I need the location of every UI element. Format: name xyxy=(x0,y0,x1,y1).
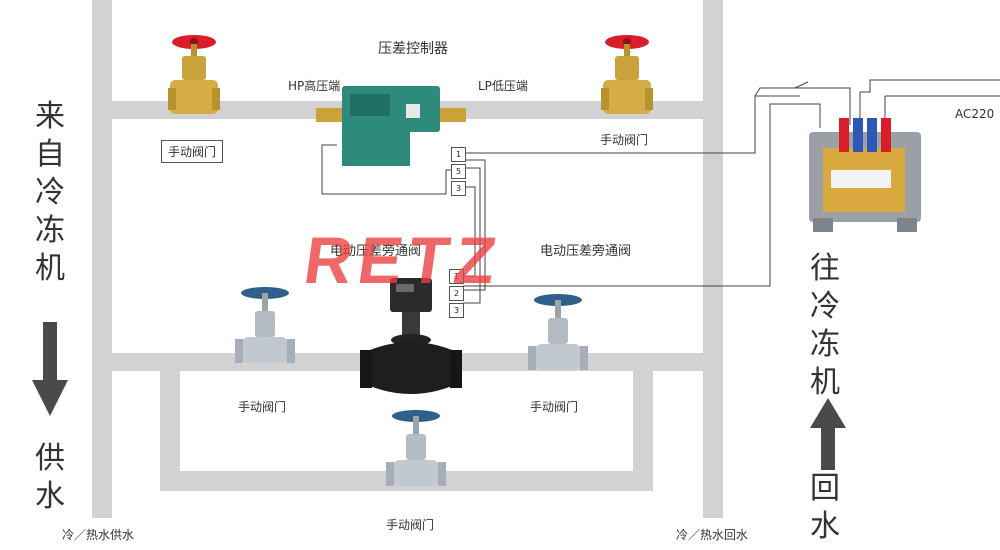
bypass-loop-left xyxy=(160,371,180,491)
caption-char: 来 xyxy=(35,99,65,134)
supply-water-caption: 供 水 xyxy=(30,440,70,516)
lower-right-steel-valve-icon[interactable] xyxy=(528,292,588,382)
lower-left-valve-label: 手动阀门 xyxy=(238,400,287,414)
terminal-mid: 1 xyxy=(449,269,464,284)
caption-char: 机 xyxy=(35,251,65,286)
pressure-controller-icon[interactable] xyxy=(316,86,466,170)
bottom-steel-valve-icon[interactable] xyxy=(386,408,446,498)
caption-char: 冻 xyxy=(810,327,840,362)
right-main-pipe xyxy=(703,0,723,518)
caption-char: 冷 xyxy=(810,289,840,324)
caption-char: 供 xyxy=(35,441,65,476)
left-brass-valve-icon[interactable] xyxy=(168,32,220,124)
caption-char: 自 xyxy=(35,137,65,172)
hp-label: HP高压端 xyxy=(288,79,341,93)
left-main-pipe xyxy=(92,0,112,518)
electric-bypass-valve-icon[interactable] xyxy=(360,278,462,408)
return-water-caption: 回 水 xyxy=(805,470,845,546)
terminal-top: 3 xyxy=(451,181,466,196)
return-label: 冷／热水回水 xyxy=(676,528,749,542)
bypass-right-label: 电动压差旁通阀 xyxy=(540,244,632,259)
terminal-top: 5 xyxy=(451,164,466,179)
transformer-icon[interactable] xyxy=(805,118,925,240)
from-chiller-caption: 来 自 冷 冻 机 xyxy=(30,98,70,288)
ac-label: AC220 xyxy=(955,107,995,121)
supply-label: 冷／热水供水 xyxy=(62,528,135,542)
to-chiller-caption: 往 冷 冻 机 xyxy=(805,250,845,402)
caption-char: 机 xyxy=(810,365,840,400)
controller-title: 压差控制器 xyxy=(378,41,448,57)
caption-char: 冻 xyxy=(35,213,65,248)
terminal-mid: 2 xyxy=(449,286,464,301)
right-manual-valve-label: 手动阀门 xyxy=(600,133,649,147)
bypass-left-label: 电动压差旁通阀 xyxy=(330,244,422,259)
bottom-valve-label: 手动阀门 xyxy=(386,518,435,532)
caption-char: 往 xyxy=(810,251,840,286)
caption-char: 冷 xyxy=(35,175,65,210)
right-brass-valve-icon[interactable] xyxy=(601,32,653,124)
lower-left-steel-valve-icon[interactable] xyxy=(235,285,295,375)
caption-char: 水 xyxy=(35,479,65,514)
down-arrow-icon xyxy=(32,322,68,416)
up-arrow-icon xyxy=(810,398,846,470)
bypass-loop-right xyxy=(633,371,653,491)
caption-char: 水 xyxy=(810,509,840,544)
terminal-mid: 3 xyxy=(449,303,464,318)
caption-char: 回 xyxy=(810,471,840,506)
left-manual-valve-label: 手动阀门 xyxy=(161,140,224,163)
terminal-top: 1 xyxy=(451,147,466,162)
retz-watermark: RETZ xyxy=(299,223,507,297)
lp-label: LP低压端 xyxy=(478,79,528,93)
lower-right-valve-label: 手动阀门 xyxy=(530,400,579,414)
